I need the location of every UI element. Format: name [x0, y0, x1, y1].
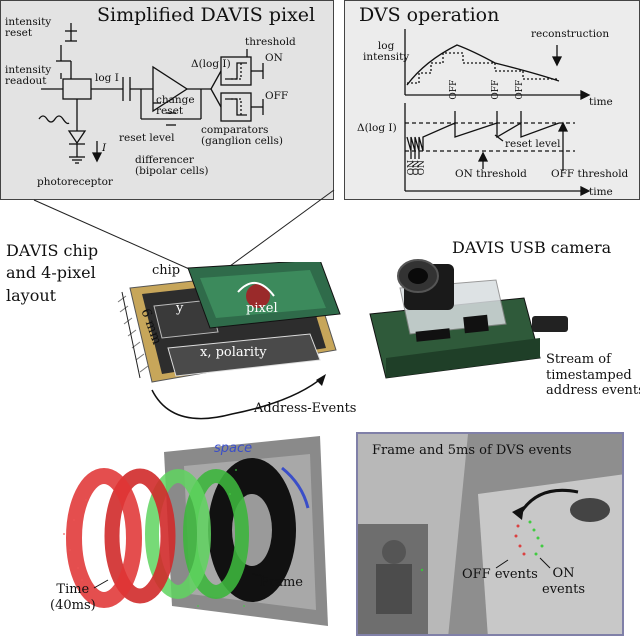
usb-camera-illustration [369, 259, 568, 379]
comparators-label: comparators (ganglion cells) [201, 124, 283, 148]
dvs-panel: DVS operation [344, 0, 640, 200]
threshold-label: threshold [245, 36, 296, 48]
reset-level-label-dvs: reset level [505, 138, 561, 150]
reconstruction-label: reconstruction [531, 28, 610, 40]
dvs-operation-diagram [404, 29, 591, 197]
address-events-label: Address-Events [254, 401, 357, 416]
spacetime-rings [63, 436, 328, 626]
intensity-readout-label: intensity readout [5, 64, 52, 88]
pixel-panel: Simplified DAVIS pixel [0, 0, 334, 200]
stream-label: Stream of timestamped address events [546, 352, 640, 399]
chip-heading: DAVIS chip and 4-pixel layout [6, 241, 99, 305]
pixel-circuit-diagram [38, 23, 264, 164]
off-events-label: OFF events [462, 567, 538, 582]
delta-log-axis-label: Δ(log I) [357, 122, 397, 134]
log-intensity-label: log intensity [363, 40, 410, 64]
on-label: ON [265, 52, 283, 64]
frame-events-image [358, 434, 622, 634]
frame-view-title: Frame and 5ms of DVS events [372, 443, 572, 458]
pixel-panel-title: Simplified DAVIS pixel [97, 4, 316, 26]
on-events-label: ON events [542, 566, 585, 597]
on-threshold-label: ON threshold [455, 168, 527, 180]
chip-illustration [117, 262, 341, 420]
chip-label: chip [152, 263, 181, 278]
intensity-reset-label: intensity reset [5, 16, 52, 40]
time-label-bottom: time [589, 186, 613, 198]
y-label: y [176, 301, 184, 316]
change-reset-label: change reset [156, 94, 195, 118]
dvs-panel-title: DVS operation [359, 4, 500, 26]
camera-heading: DAVIS USB camera [452, 238, 612, 257]
reset-level-label: reset level [119, 132, 175, 144]
off-threshold-label: OFF threshold [551, 168, 629, 180]
pixel-label: pixel [246, 301, 278, 316]
time-40ms-label: Time (40ms) [50, 582, 96, 613]
photoreceptor-label: photoreceptor [37, 176, 113, 188]
space-label: space [214, 441, 253, 456]
spacetime-panel: space Frame Time (40ms) [34, 430, 344, 636]
log-i-label: log I [95, 72, 119, 84]
time-label-top: time [589, 96, 613, 108]
delta-log-label: Δ(log I) [191, 58, 231, 70]
x-polarity-label: x, polarity [200, 345, 267, 360]
frame-label: Frame [260, 575, 304, 590]
frame-events-panel: Frame and 5ms of DVS events OFF events O… [356, 432, 624, 636]
off-label: OFF [265, 90, 289, 102]
differencer-label: differencer (bipolar cells) [135, 154, 209, 178]
current-symbol: I [102, 142, 107, 154]
